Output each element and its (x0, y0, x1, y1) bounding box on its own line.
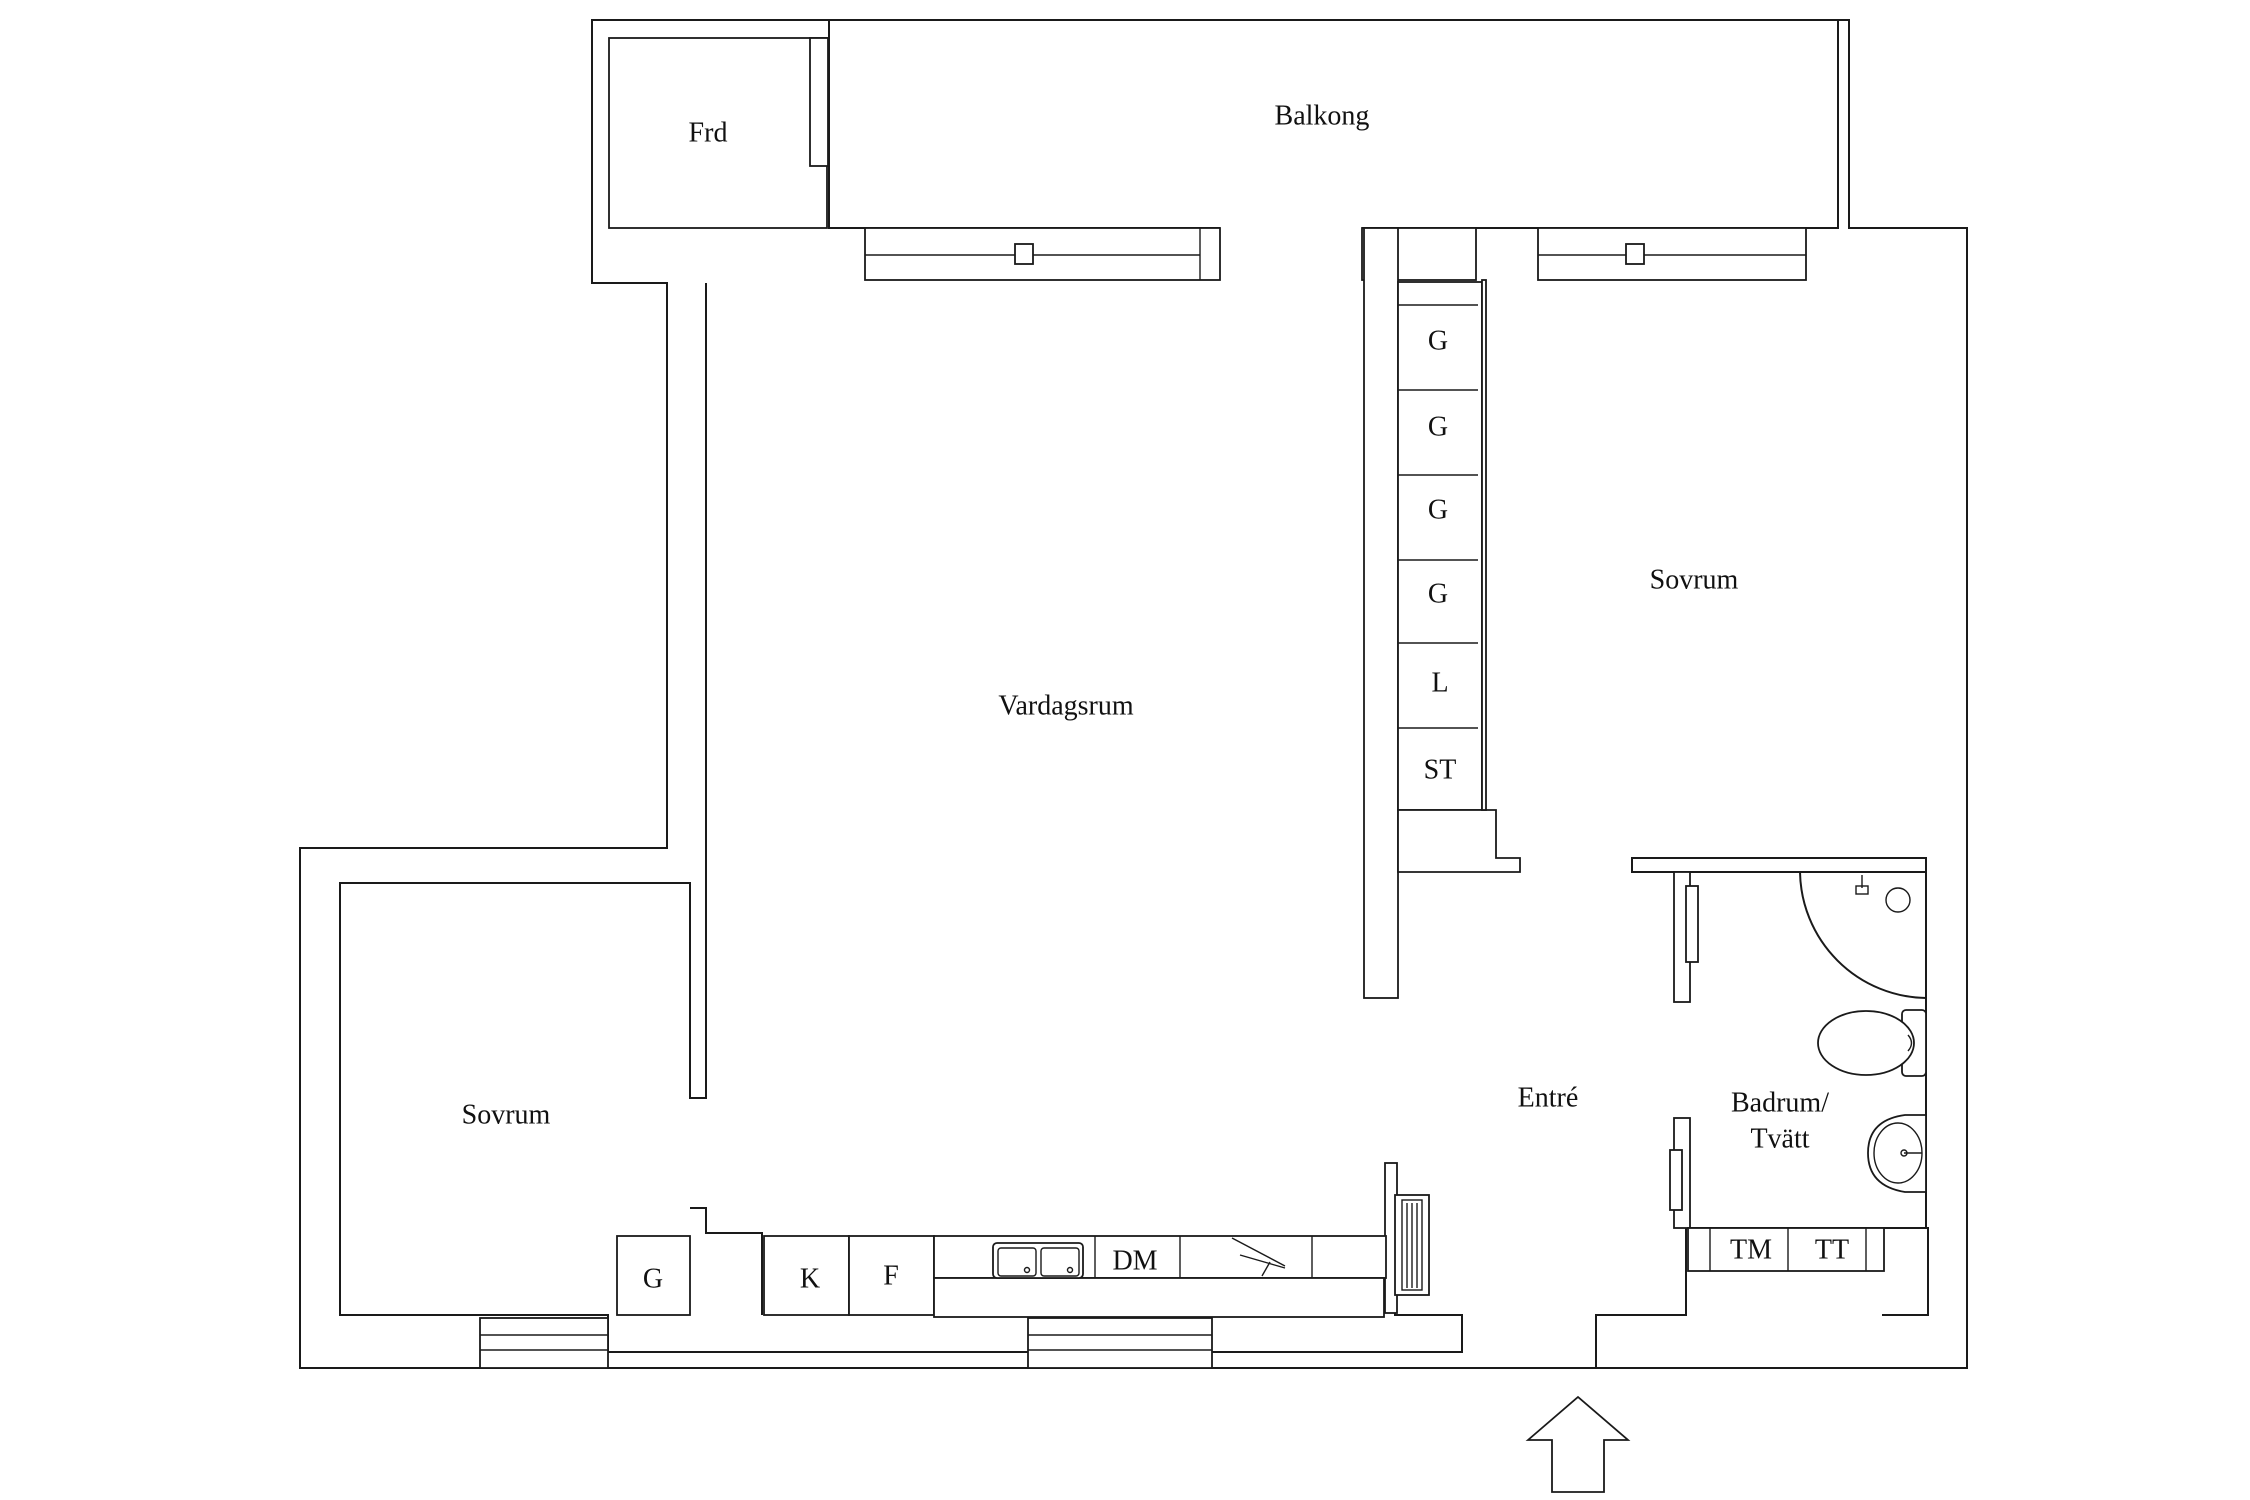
cabinet-f-label: F (883, 1260, 899, 1291)
wardrobes: G G G G L ST (1398, 304, 1478, 785)
kitchen-column-wall (690, 1207, 763, 1315)
laundry-frame (1687, 1227, 1885, 1272)
bath-door-frame-lower (1669, 1149, 1683, 1211)
vardagsrum-label: Vardagsrum (998, 690, 1134, 721)
shower-tap-head (1855, 885, 1869, 895)
tumble-dryer-label: TT (1815, 1234, 1849, 1265)
laundry-machines: TM TT (1687, 1227, 1885, 1272)
shower-icon (1799, 871, 1927, 1002)
door-handle (1014, 243, 1034, 265)
toilet-icon (1817, 1009, 1927, 1077)
shower-drain (1885, 887, 1911, 913)
kitchen-cabinet-f (848, 1235, 935, 1316)
room-labels: Vardagsrum Sovrum Sovrum Entré Badrum/ T… (462, 564, 1830, 1154)
washbasin-icon (1867, 1114, 1927, 1193)
bath-door-frame (1685, 885, 1699, 963)
cabinet-k-label: K (800, 1263, 820, 1294)
kitchen: G K F DM (616, 1207, 1387, 1318)
shower-curve (1799, 871, 1927, 999)
basin-bowl (1867, 1114, 1927, 1193)
toilet-flush (1907, 1034, 1913, 1052)
wardrobe-return-wall (1397, 809, 1521, 873)
balcony-door-right (1537, 227, 1807, 281)
wardrobe-label: ST (1424, 754, 1457, 785)
sovrum-right-label: Sovrum (1650, 564, 1739, 595)
wardrobe-label: G (1428, 411, 1448, 442)
inner-wall-outline (339, 283, 1463, 1353)
cabinet-g-label: G (643, 1263, 663, 1294)
balcony-area: Frd Balkong (608, 20, 1839, 229)
sink-icon (992, 1242, 1084, 1279)
sovrum-left-label: Sovrum (462, 1099, 551, 1130)
balcony-door-left (864, 227, 1221, 281)
window-left-bedroom (479, 1317, 609, 1369)
window-kitchen (1027, 1317, 1213, 1369)
interior-walls (1363, 227, 1927, 1314)
wardrobe-label: G (1428, 325, 1448, 356)
balkong-label: Balkong (1275, 100, 1370, 131)
badrum-label-line1: Badrum/ (1731, 1087, 1829, 1118)
radiator-inner (1401, 1199, 1423, 1291)
badrum-label-line2: Tvätt (1750, 1123, 1809, 1154)
stove-icon (1231, 1237, 1286, 1277)
wardrobe-label: G (1428, 494, 1448, 525)
wardrobe-label: L (1431, 667, 1448, 698)
basin-drain (1900, 1149, 1908, 1157)
dishwasher-label: DM (1112, 1245, 1157, 1276)
wardrobe-label: G (1428, 578, 1448, 609)
door-handle (1625, 243, 1645, 265)
bathroom: TM TT (1687, 871, 1927, 1272)
right-bedroom-bottom-wall (1631, 857, 1927, 873)
wardrobe-partition-wall (1363, 227, 1399, 999)
kitchen-cabinet-g (616, 1235, 691, 1316)
washing-machine-label: TM (1730, 1234, 1772, 1265)
frd-label: Frd (689, 117, 728, 148)
entrance-arrow-shape (1525, 1395, 1631, 1493)
outer-wall-outline (299, 19, 1968, 1369)
toilet-bowl (1817, 1010, 1915, 1076)
frd-divider (809, 37, 829, 167)
kitchen-cabinet-k (763, 1235, 850, 1316)
kitchen-counter-front (933, 1277, 1385, 1318)
entre-label: Entré (1518, 1082, 1579, 1113)
radiator-icon (1394, 1194, 1430, 1296)
bedroom-wall-left (1481, 279, 1487, 811)
entrance-arrow-icon (1525, 1395, 1631, 1493)
windows (479, 1317, 1213, 1369)
outer-walls (299, 19, 1968, 1369)
wardrobe-column (1397, 281, 1483, 811)
